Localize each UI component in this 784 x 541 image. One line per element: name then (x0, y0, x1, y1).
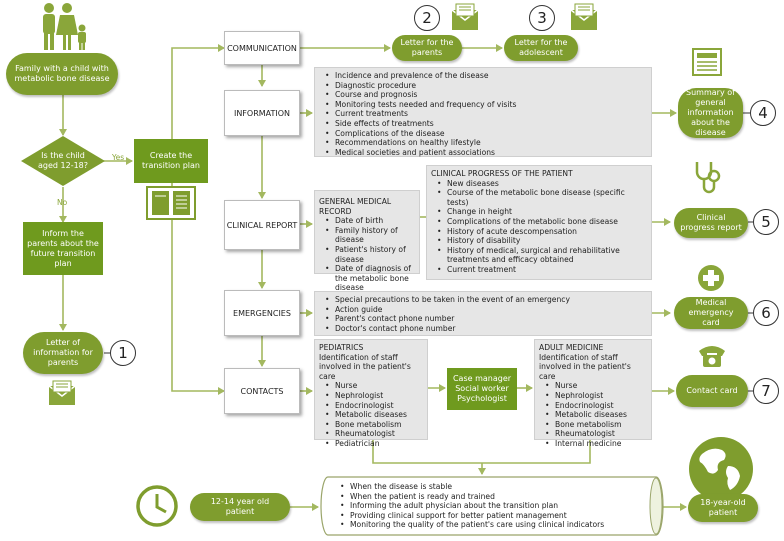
clock-icon (136, 485, 178, 527)
letter-for-parents: Letter for the parents (392, 35, 462, 61)
clinical-progress: CLINICAL PROGRESS OF THE PATIENT New dis… (426, 165, 652, 280)
pediatrics-box: PEDIATRICS Identification of staff invol… (314, 339, 428, 448)
list-item: Internal medicine (545, 439, 647, 449)
number-badge-7: 7 (753, 378, 779, 404)
list-item: Diagnostic procedure (325, 81, 647, 91)
list-item: Date of birth (325, 216, 415, 226)
envelope-icon (451, 3, 479, 30)
list-item: Doctor's contact phone number (325, 324, 647, 334)
letter-parents-info: Letter of information for parents (23, 332, 103, 374)
number-badge-4: 4 (750, 100, 776, 126)
list-item: Metabolic diseases (325, 410, 423, 420)
number-badge-1: 1 (110, 340, 136, 366)
list-item: Rheumatologist (545, 429, 647, 439)
decision-diamond (21, 136, 105, 186)
adult-medicine-title: ADULT MEDICINE (539, 343, 604, 352)
list-item: Patient's history of disease (325, 245, 415, 264)
list-item: Monitoring tests needed and frequency of… (325, 100, 647, 110)
list-item: Informing the adult physician about the … (340, 501, 646, 511)
list-item: Current treatment (437, 265, 647, 275)
list-item: Medical societies and patient associatio… (325, 148, 647, 158)
general-record-title: GENERAL MEDICAL RECORD (319, 197, 392, 216)
list-item: Action guide (325, 305, 647, 315)
list-item: New diseases (437, 179, 647, 189)
adult-medicine-box: ADULT MEDICINE Identification of staff i… (534, 339, 652, 448)
list-item: Providing clinical support for better pa… (340, 511, 646, 521)
list-item: Complications of the metabolic bone dise… (437, 217, 647, 227)
list-item: When the patient is ready and trained (340, 492, 646, 502)
number-badge-6: 6 (753, 300, 779, 326)
case-manager-box: Case manager Social worker Psychologist (447, 368, 517, 410)
list-item: Monitoring the quality of the patient's … (340, 520, 646, 530)
list-item: When the disease is stable (340, 482, 646, 492)
list-item: Course of the metabolic bone disease (sp… (437, 188, 647, 207)
section-information: INFORMATION (224, 90, 300, 136)
decision-question: Is the child aged 12-18? (37, 151, 88, 170)
book-icon (146, 186, 196, 220)
section-clinical-report: CLINICAL REPORT (224, 200, 300, 250)
newspaper-icon (692, 48, 722, 76)
age-end-node: 18-year-old patient (688, 494, 758, 522)
envelope-icon (570, 3, 598, 30)
age-start-node: 12-14 year old patient (190, 493, 290, 521)
list-item: Parent's contact phone number (325, 314, 647, 324)
list-item: Metabolic diseases (545, 410, 647, 420)
list-item: Bone metabolism (325, 420, 423, 430)
create-plan-box: Create the transition plan (134, 139, 208, 183)
list-item: Recommendations on healthy lifestyle (325, 138, 647, 148)
section-communication: COMMUNICATION (224, 31, 300, 65)
list-item: Endocrinologist (325, 401, 423, 411)
list-item: Nurse (545, 381, 647, 391)
pediatrics-subtitle: Identification of staff involved in the … (319, 352, 411, 381)
list-item: Nephrologist (325, 391, 423, 401)
emergency-list: Special precautions to be taken in the e… (314, 291, 652, 336)
telephone-icon (699, 346, 725, 367)
globe-icon (689, 437, 753, 501)
decision-no-label: No (57, 198, 68, 207)
inform-parents-box: Inform the parents about the future tran… (23, 222, 103, 275)
list-item: Rheumatologist (325, 429, 423, 439)
list-item: Complications of the disease (325, 129, 647, 139)
list-item: Bone metabolism (545, 420, 647, 430)
medical-cross-icon (698, 265, 724, 291)
list-item: History of acute descompensation (437, 227, 647, 237)
transition-conditions: When the disease is stable When the pati… (330, 479, 650, 533)
medical-emergency-card: Medical emergency card (674, 297, 748, 329)
list-item: Pediatrician (325, 439, 423, 449)
list-item: Family history of disease (325, 226, 415, 245)
pediatrics-title: PEDIATRICS (319, 343, 364, 352)
family-icon (43, 3, 86, 50)
decision-yes-label: Yes (112, 153, 125, 162)
section-emergencies: EMERGENCIES (224, 290, 300, 336)
list-item: Nephrologist (545, 391, 647, 401)
number-badge-2: 2 (414, 5, 440, 31)
clinical-progress-report: Clinical progress report (674, 208, 748, 238)
list-item: Endocrinologist (545, 401, 647, 411)
summary-node: Summary of general information about the… (678, 88, 743, 138)
contact-card: Contact card (676, 375, 748, 407)
general-medical-record: GENERAL MEDICAL RECORD Date of birth Fam… (314, 190, 420, 292)
list-item: Date of diagnosis of the metabolic bone … (325, 264, 415, 293)
clinical-progress-title: CLINICAL PROGRESS OF THE PATIENT (431, 169, 573, 178)
family-node: Family with a child with metabolic bone … (6, 53, 118, 95)
number-badge-3: 3 (529, 5, 555, 31)
list-item: Change in height (437, 207, 647, 217)
list-item: Special precautions to be taken in the e… (325, 295, 647, 305)
number-badge-5: 5 (753, 209, 779, 235)
letter-for-adolescent: Letter for the adolescent (504, 35, 578, 61)
stethoscope-icon (695, 162, 721, 194)
list-item: History of disability (437, 236, 647, 246)
envelope-icon (48, 380, 76, 405)
section-contacts: CONTACTS (224, 368, 300, 414)
information-list: Incidence and prevalence of the disease … (314, 67, 652, 157)
list-item: Course and prognosis (325, 90, 647, 100)
list-item: Side effects of treatments (325, 119, 647, 129)
adult-medicine-subtitle: Identification of staff involved in the … (539, 352, 631, 381)
list-item: Nurse (325, 381, 423, 391)
list-item: Incidence and prevalence of the disease (325, 71, 647, 81)
list-item: History of medical, surgical and rehabil… (437, 246, 647, 265)
list-item: Current treatments (325, 109, 647, 119)
